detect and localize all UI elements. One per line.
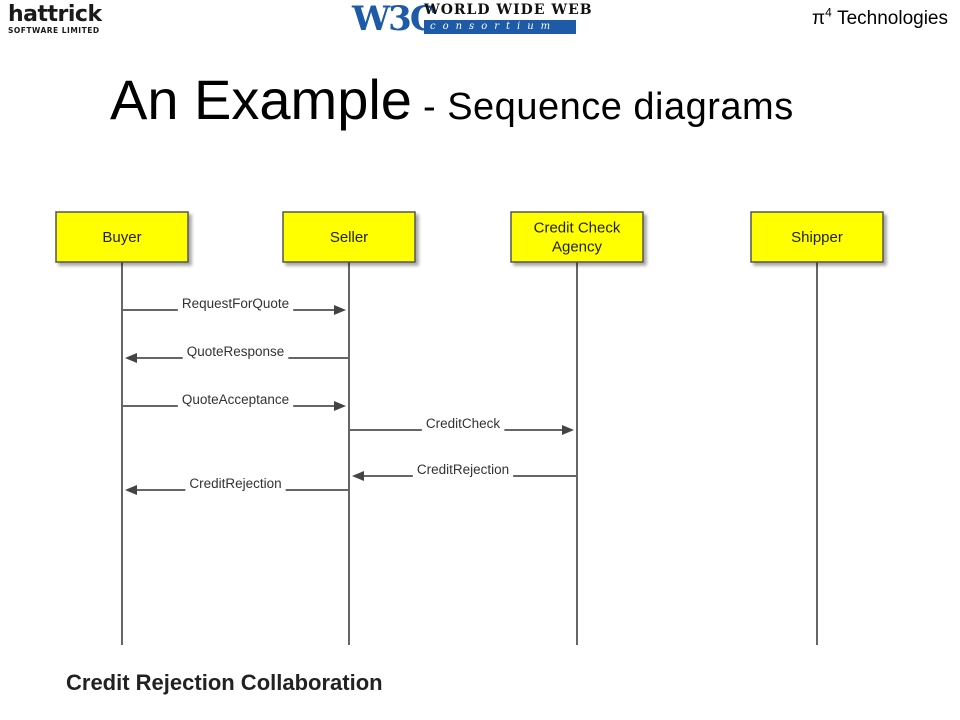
participant-box-shipper <box>750 211 884 263</box>
message-arrowhead <box>334 401 346 411</box>
brand-suffix: Technologies <box>831 8 948 29</box>
message-label-backing <box>412 473 514 479</box>
message-arrowhead <box>125 485 137 495</box>
brand-prefix: π <box>812 8 826 29</box>
hattrick-logo: hattrick SOFTWARE LIMITED <box>6 2 126 36</box>
hattrick-logo-tagline: SOFTWARE LIMITED <box>8 26 100 35</box>
message-label: CreditRejection <box>189 476 281 491</box>
message-label-backing <box>177 403 294 409</box>
diagram-caption: Credit Rejection Collaboration <box>66 670 383 695</box>
message-label: RequestForQuote <box>182 296 289 311</box>
message-5: CreditRejection <box>352 462 577 481</box>
message-label-backing <box>177 307 294 313</box>
participant-label-seller: Seller <box>330 229 368 246</box>
w3c-logo-bottom-text: consortium <box>424 20 576 34</box>
message-label-backing <box>185 487 286 493</box>
participant-label-shipper: Shipper <box>791 229 843 246</box>
message-2: QuoteResponse <box>125 344 349 363</box>
message-arrowhead <box>352 471 364 481</box>
message-label: CreditRejection <box>417 462 509 477</box>
participant-box-credit <box>510 211 644 263</box>
participant-label-credit: Agency <box>552 239 603 256</box>
w3c-logo: W3C WORLD WIDE WEB consortium <box>352 0 592 39</box>
page-title-sub: - Sequence diagrams <box>411 86 794 128</box>
page-title-main: An Example <box>110 68 412 131</box>
message-label: QuoteResponse <box>187 344 285 359</box>
message-label: CreditCheck <box>426 416 501 431</box>
message-3: QuoteAcceptance <box>122 392 346 411</box>
w3c-logo-mark: W3C <box>352 0 437 39</box>
participant-label-buyer: Buyer <box>102 229 141 246</box>
message-arrowhead <box>125 353 137 363</box>
message-1: RequestForQuote <box>122 296 346 315</box>
message-label: QuoteAcceptance <box>182 392 289 407</box>
brand-superscript: 4 <box>825 5 832 20</box>
participant-box-seller <box>282 211 416 263</box>
message-arrowhead <box>562 425 574 435</box>
message-arrowhead <box>334 305 346 315</box>
message-4: CreditCheck <box>349 416 574 435</box>
message-6: CreditRejection <box>125 476 349 495</box>
message-label-backing <box>182 355 289 361</box>
hattrick-logo-word: hattrick <box>8 2 102 27</box>
participant-label-credit: Credit Check <box>534 220 621 237</box>
page-title: An Example - Sequence diagrams <box>110 72 794 128</box>
w3c-logo-top-text: WORLD WIDE WEB <box>424 2 593 18</box>
message-label-backing <box>421 427 505 433</box>
participant-box-buyer <box>55 211 189 263</box>
brand-name: π4 Technologies <box>812 5 948 30</box>
